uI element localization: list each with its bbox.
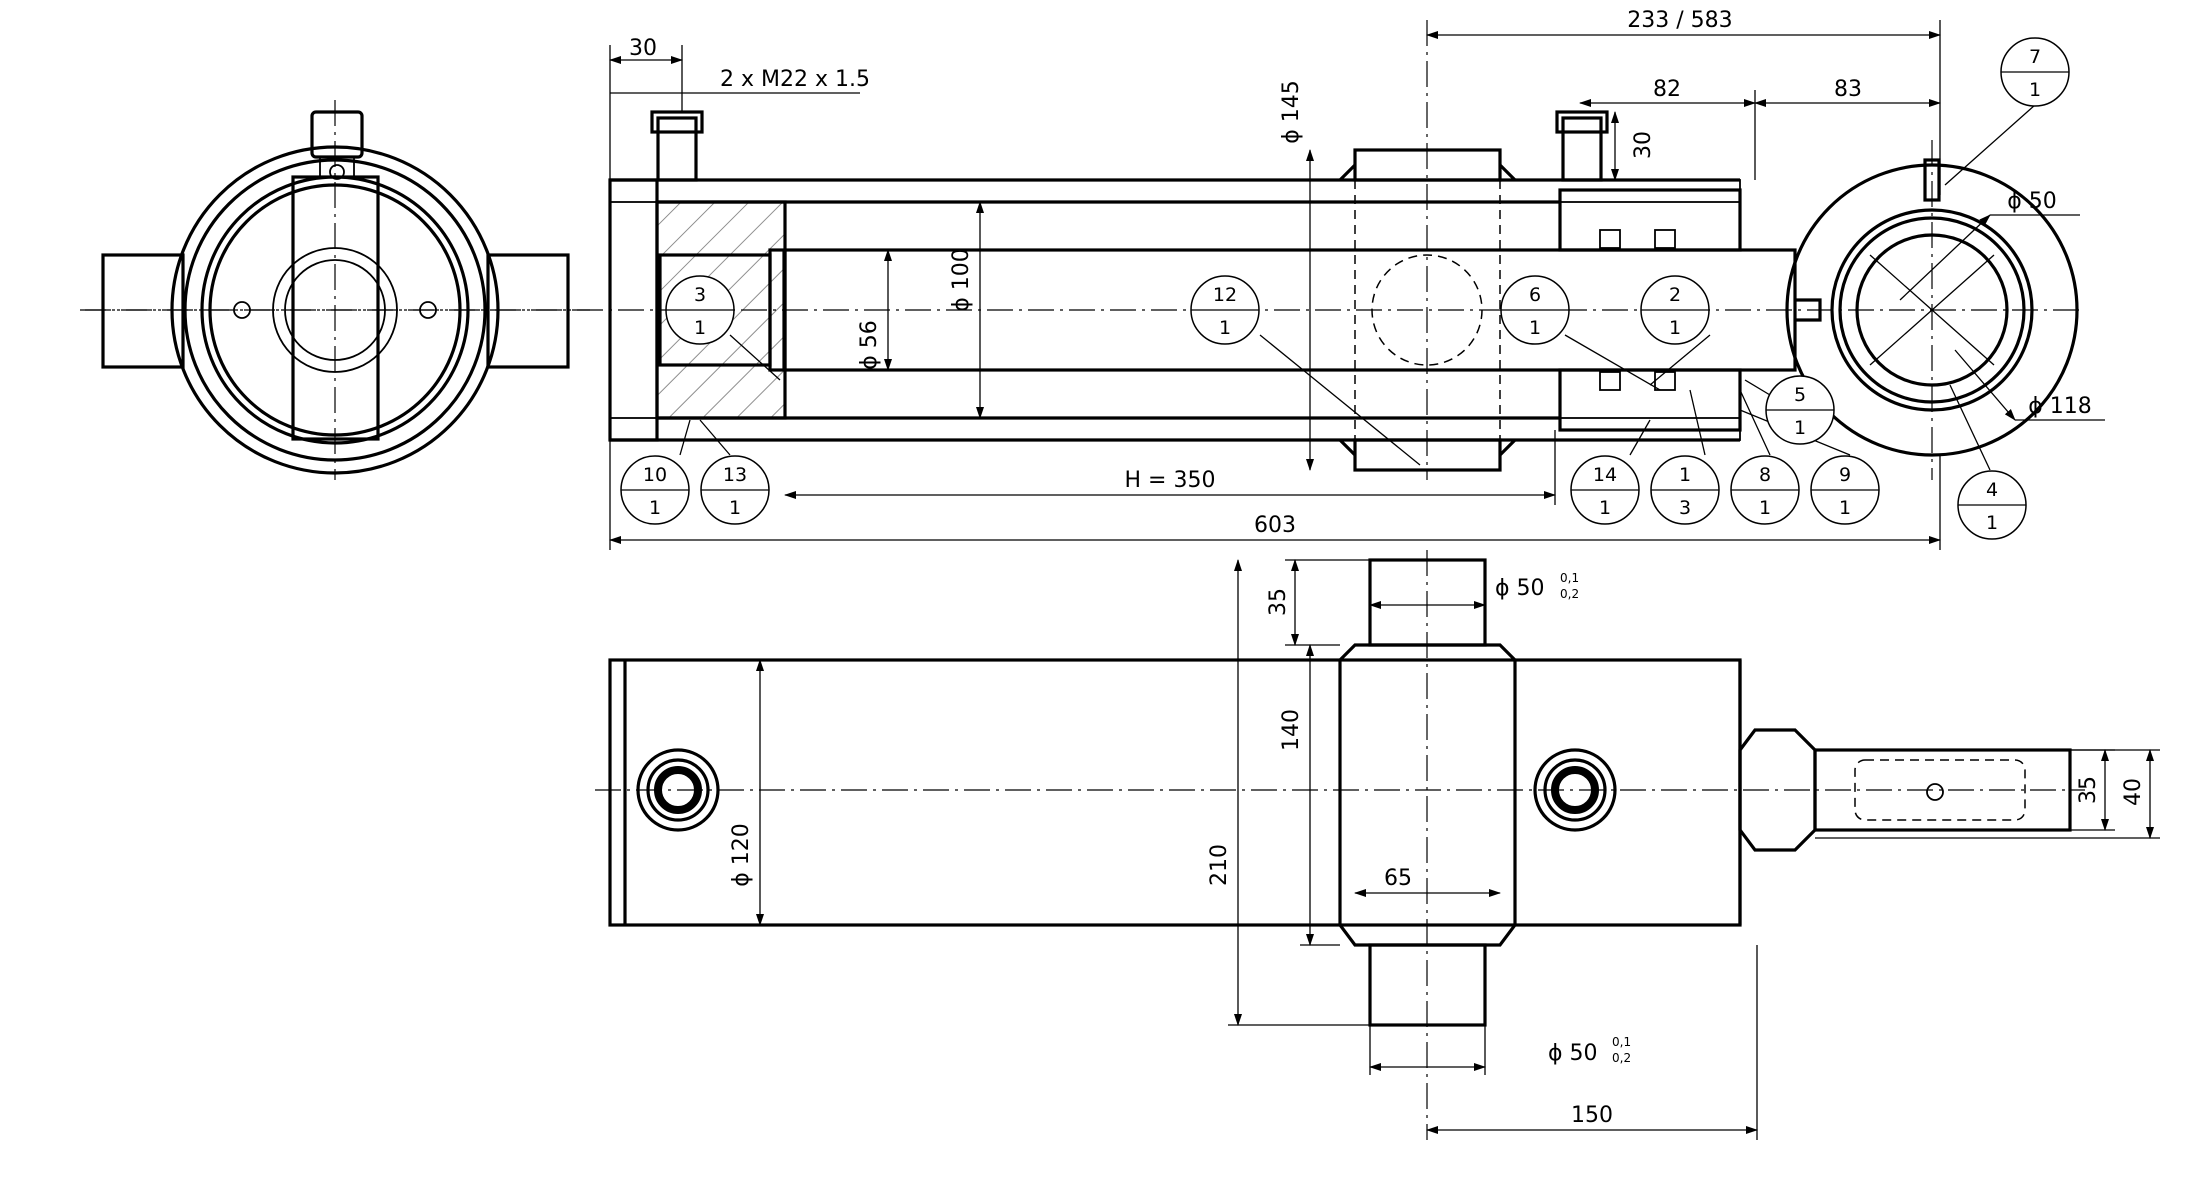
balloon-quantity: 3 [1679, 497, 1691, 519]
balloon-quantity: 1 [649, 497, 661, 519]
bottom-dimensions: ϕ 50 0,1 0,2 35 140 ϕ 120 210 65 ϕ 50 0,… [729, 559, 2160, 1140]
balloon-number: 13 [723, 464, 747, 486]
dim-phi56: ϕ 56 [857, 320, 882, 370]
dim-phi50-trunnion-top: ϕ 50 [1495, 576, 1545, 601]
balloon-number: 4 [1986, 479, 1998, 501]
balloon-quantity: 1 [1839, 497, 1851, 519]
balloon-number: 12 [1213, 284, 1237, 306]
tol-lower-bottom: 0,2 [1612, 1051, 1631, 1065]
dim-35-top: 35 [1266, 588, 1291, 616]
end-view [80, 100, 590, 480]
balloon-quantity: 1 [1986, 512, 1998, 534]
dim-stroke-233-583: 233 / 583 [1627, 8, 1732, 33]
balloon-quantity: 1 [1794, 417, 1806, 439]
balloon-number: 1 [1679, 464, 1691, 486]
balloon-item-3: 31 [665, 275, 735, 345]
dim-30-port: 30 [1631, 131, 1656, 159]
balloon-number: 6 [1529, 284, 1541, 306]
balloon-quantity: 1 [1219, 317, 1231, 339]
balloon-number: 8 [1759, 464, 1771, 486]
balloon-item-1: 13 [1650, 455, 1720, 525]
dim-phi118: ϕ 118 [2028, 394, 2092, 419]
dim-150: 150 [1571, 1103, 1613, 1128]
balloon-quantity: 1 [2029, 79, 2041, 101]
balloon-number: 5 [1794, 384, 1806, 406]
bottom-view [595, 550, 2085, 1140]
balloon-item-6: 61 [1500, 275, 1570, 345]
dim-140: 140 [1279, 709, 1304, 751]
dim-phi50-trunnion-bottom: ϕ 50 [1548, 1041, 1598, 1066]
balloon-quantity: 1 [1669, 317, 1681, 339]
tol-lower-top: 0,2 [1560, 587, 1579, 601]
balloon-item-9: 91 [1810, 455, 1880, 525]
balloon-number: 3 [694, 284, 706, 306]
balloon-number: 10 [643, 464, 667, 486]
balloon-item-12: 12 1 [1190, 275, 1260, 345]
tol-upper-top: 0,1 [1560, 571, 1579, 585]
dim-65: 65 [1384, 866, 1412, 891]
dim-35-rod: 35 [2076, 776, 2101, 804]
dim-40: 40 [2121, 778, 2146, 806]
balloon-quantity: 1 [1529, 317, 1541, 339]
tol-upper-bottom: 0,1 [1612, 1035, 1631, 1049]
balloon-item-10: 10 1 [620, 455, 690, 525]
balloon-quantity: 1 [1599, 497, 1611, 519]
balloon-item-14: 14 1 [1570, 455, 1640, 525]
balloon-item-8: 81 [1730, 455, 1800, 525]
balloon-number: 9 [1839, 464, 1851, 486]
balloon-item-2: 21 [1640, 275, 1710, 345]
dim-603: 603 [1254, 513, 1296, 538]
leaders [679, 104, 2036, 471]
dim-30-top: 30 [629, 36, 657, 61]
balloon-quantity: 1 [1759, 497, 1771, 519]
dim-h350: H = 350 [1125, 468, 1216, 493]
balloon-number: 14 [1593, 464, 1617, 486]
dim-82: 82 [1653, 77, 1681, 102]
balloon-item-5: 51 [1765, 375, 1835, 445]
balloon-item-7: 71 [2000, 37, 2070, 107]
dim-phi120: ϕ 120 [729, 823, 754, 887]
balloon-item-4: 41 [1957, 470, 2027, 540]
dim-phi145: ϕ 145 [1279, 80, 1304, 144]
dim-210: 210 [1207, 844, 1232, 886]
balloon-quantity: 1 [729, 497, 741, 519]
balloon-number: 7 [2029, 46, 2041, 68]
section-dimensions: 233 / 583 30 2 x M22 x 1.5 82 83 30 ϕ 14… [609, 8, 2105, 550]
balloon-item-13: 13 1 [700, 455, 770, 525]
dim-thread: 2 x M22 x 1.5 [720, 67, 870, 92]
dim-83: 83 [1834, 77, 1862, 102]
dim-phi100: ϕ 100 [949, 248, 974, 312]
dim-phi50-eye: ϕ 50 [2007, 189, 2057, 214]
balloon-number: 2 [1669, 284, 1681, 306]
balloon-quantity: 1 [694, 317, 706, 339]
